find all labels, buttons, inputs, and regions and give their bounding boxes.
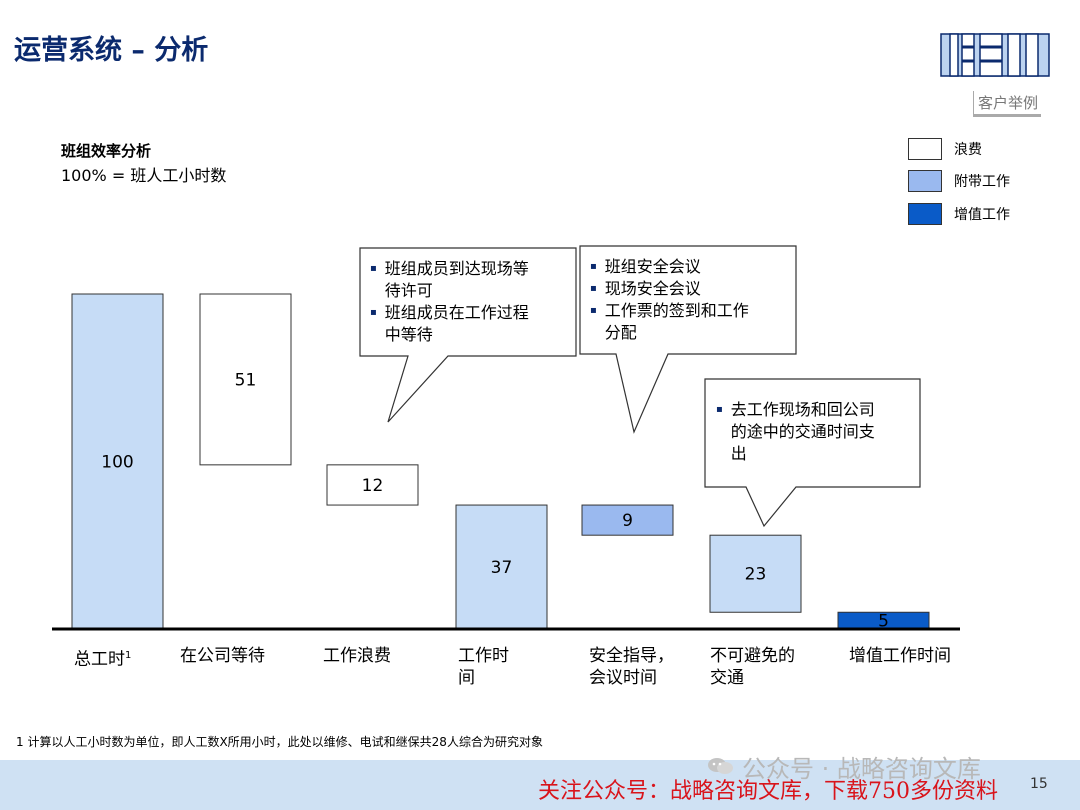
bar-4 [581,504,674,536]
legend-item-waste: 浪费 [908,137,982,161]
callout-item-text: 班组成员在工作过程中等待 [384,303,529,344]
bar-value-label-5: 23 [745,565,767,585]
bar-2 [326,464,419,506]
watermark-text: 公众号 · 战略咨询文库 [742,755,981,783]
bar-value-label-3: 37 [491,558,513,578]
callout-item: ▪ 工作票的签到和工作分配 [590,300,790,344]
bullet-icon: ▪ [590,261,597,272]
chart-title: 班组效率分析 [61,142,152,160]
callout-transport: ▪ 去工作现场和回公司的途中的交通时间支出 [716,399,916,465]
x-tick-label-5: 不可避免的交通 [710,646,795,688]
legend-swatch-value-added [908,203,942,225]
bullet-icon: ▪ [370,307,377,318]
bar-0 [71,293,164,630]
x-tick-label-6: 增值工作时间 [849,646,951,666]
x-tick-label-4: 安全指导，会议时间 [589,646,674,688]
bullet-icon: ▪ [716,404,723,415]
legend-item-value-added: 增值工作 [908,202,1010,226]
callout-item: ▪ 班组安全会议 [590,256,790,278]
callout-item-text: 班组安全会议 [604,257,701,276]
bar-3 [455,504,548,630]
legend-swatch-waste [908,138,942,160]
bar-value-label-2: 12 [362,476,384,496]
wechat-icon [708,758,733,774]
bullet-icon: ▪ [590,283,597,294]
footnote: 1 计算以人工小时数为单位，即人工数X所用小时，此处以维修、电试和继保共28人综… [16,735,543,749]
bar-value-label-0: 100 [101,453,133,473]
legend-label-incidental: 附带工作 [954,174,1010,190]
callout-bubble-0 [359,247,577,423]
footnote-marker: 1 [125,650,132,661]
client-example-tag: 客户举例 [973,91,1042,117]
bar-1 [199,293,292,466]
callout-item: ▪ 班组成员到达现场等待许可 [370,258,570,302]
bar-value-label-4: 9 [622,511,633,531]
legend-swatch-incidental [908,170,942,192]
bullet-icon: ▪ [590,305,597,316]
callout-bubble-2 [704,378,921,528]
bullet-icon: ▪ [370,263,377,274]
callout-safety: ▪ 班组安全会议 ▪ 现场安全会议 ▪ 工作票的签到和工作分配 [590,256,790,344]
bottom-band [0,760,1080,810]
legend-item-incidental: 附带工作 [908,169,1010,193]
callout-item: ▪ 班组成员在工作过程中等待 [370,302,570,346]
x-tick-label-0: 总工时1 [74,649,132,670]
promo-text: 关注公众号：战略咨询文库，下载750多份资料 [538,779,998,804]
callout-item-text: 现场安全会议 [604,279,701,298]
bar-5 [709,534,802,613]
x-tick-label-3: 工作时间 [458,646,509,688]
grid-logo-icon [940,33,1050,77]
callout-item-text: 工作票的签到和工作分配 [604,301,749,342]
bar-value-label-1: 51 [235,370,257,390]
x-tick-label-1: 在公司等待 [180,646,265,666]
callout-bubble-1 [579,245,797,434]
callout-item: ▪ 现场安全会议 [590,278,790,300]
callout-item: ▪ 去工作现场和回公司的途中的交通时间支出 [716,399,916,465]
callout-waiting: ▪ 班组成员到达现场等待许可 ▪ 班组成员在工作过程中等待 [370,258,570,346]
chart-subtitle: 100% = 班人工小时数 [61,166,227,185]
page-number: 15 [1030,776,1048,792]
page-title: 运营系统 – 分析 [14,35,209,66]
callout-item-text: 班组成员到达现场等待许可 [384,259,529,300]
legend-label-waste: 浪费 [954,142,982,158]
callout-item-text: 去工作现场和回公司的途中的交通时间支出 [730,400,875,463]
legend-label-value-added: 增值工作 [954,207,1010,223]
waterfall-chart: 100 51 12 37 9 23 5 [52,245,960,632]
bar-value-label-6: 5 [878,612,889,632]
x-tick-label-2: 工作浪费 [323,646,391,666]
